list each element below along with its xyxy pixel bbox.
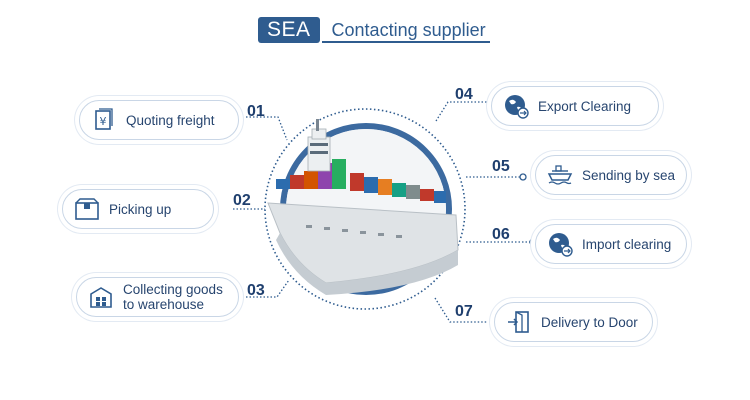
step-sending-by-sea: Sending by sea xyxy=(535,155,687,195)
step-label: Import clearing xyxy=(582,236,672,252)
outer-dotted-ring xyxy=(264,108,466,310)
yen-document-icon: ¥ xyxy=(90,106,118,134)
connector-05-dot xyxy=(519,173,527,181)
connector-04 xyxy=(435,101,488,122)
ship-icon xyxy=(546,161,574,189)
step-number-01: 01 xyxy=(247,103,265,120)
diagram-header: SEA Contacting supplier xyxy=(258,17,490,43)
step-number-07: 07 xyxy=(455,303,473,320)
globe-icon xyxy=(502,92,530,120)
step-label: Delivery to Door xyxy=(541,314,638,330)
box-icon xyxy=(73,195,101,223)
step-label: Sending by sea xyxy=(582,167,676,183)
step-number-06: 06 xyxy=(492,226,510,243)
step-delivery-to-door: Delivery to Door xyxy=(494,302,653,342)
ship-image xyxy=(266,115,466,300)
step-label: Collecting goods to warehouse xyxy=(123,282,223,312)
globe-icon xyxy=(546,230,574,258)
connector-01 xyxy=(246,116,288,141)
diagram-title: Contacting supplier xyxy=(321,17,490,43)
sea-badge: SEA xyxy=(258,17,320,43)
step-label: Export Clearing xyxy=(538,98,632,114)
step-number-05: 05 xyxy=(492,158,510,175)
step-collecting-goods: Collecting goods to warehouse xyxy=(76,277,239,317)
step-label: Quoting freight xyxy=(126,112,215,128)
step-export-clearing: Export Clearing xyxy=(491,86,659,126)
warehouse-icon xyxy=(87,283,115,311)
step-picking-up: Picking up xyxy=(62,189,214,229)
step-number-03: 03 xyxy=(247,282,265,299)
door-exit-icon xyxy=(505,308,533,336)
step-quoting-freight: ¥ Quoting freight xyxy=(79,100,239,140)
svg-text:¥: ¥ xyxy=(100,115,107,128)
step-import-clearing: Import clearing xyxy=(535,224,687,264)
step-label: Picking up xyxy=(109,201,172,217)
step-label-line1: Collecting goods xyxy=(123,282,223,297)
step-number-02: 02 xyxy=(233,192,251,209)
step-number-04: 04 xyxy=(455,86,473,103)
connector-07 xyxy=(434,297,488,323)
step-label-line2: to warehouse xyxy=(123,297,205,312)
